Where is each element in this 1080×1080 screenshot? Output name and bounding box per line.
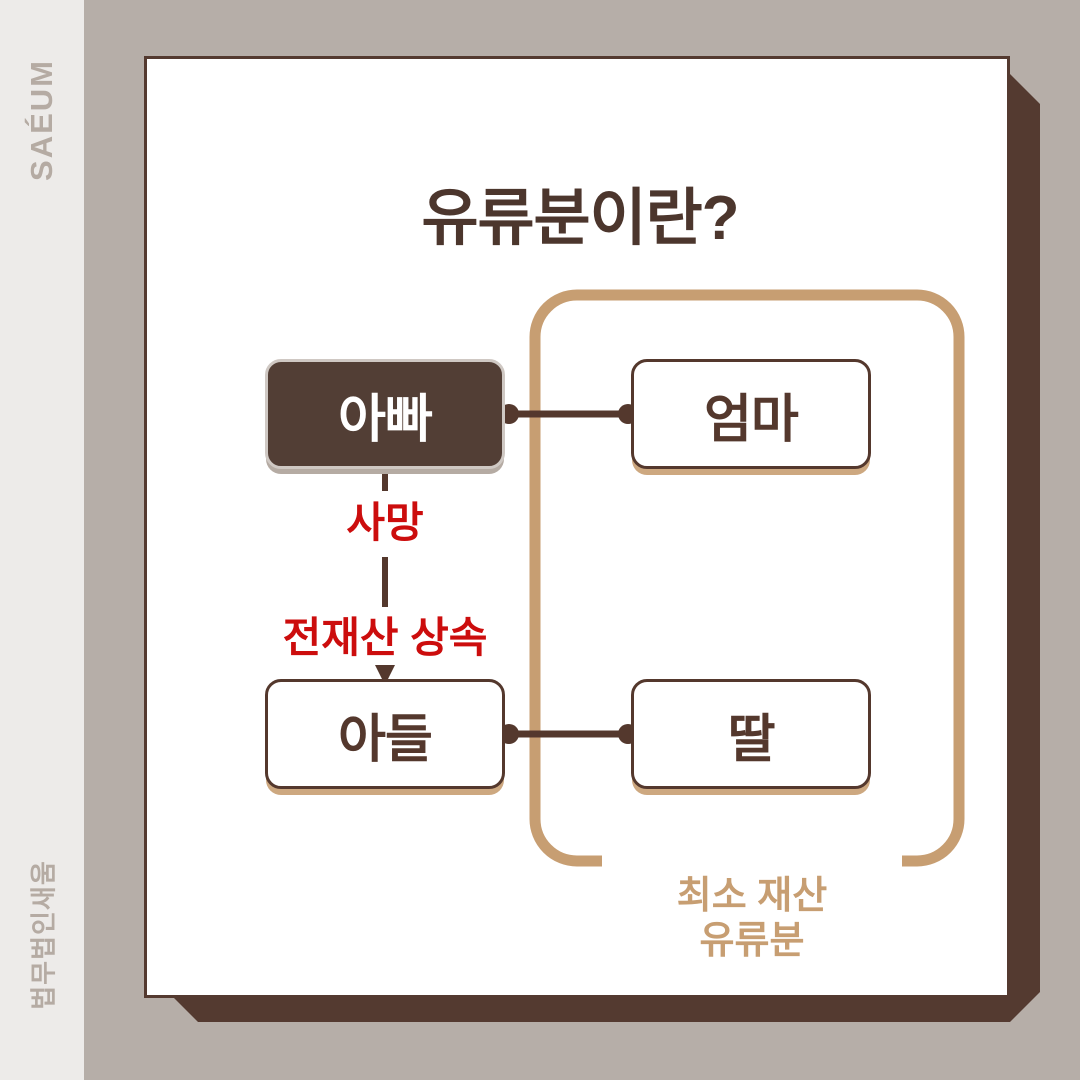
- person-box-son[interactable]: 아들: [265, 679, 505, 789]
- annotation-inheritance: 전재산 상속: [282, 614, 488, 661]
- bracket-caption-line-2: 유류분: [699, 920, 805, 963]
- brand-name-latin: SAÉUM: [24, 59, 59, 181]
- page-title: 유류분이란?: [421, 184, 739, 253]
- annotation-death: 사망: [346, 499, 424, 546]
- brand-sidebar: SAÉUM 법무법인새움: [0, 0, 84, 1080]
- person-box-daughter[interactable]: 딸: [631, 679, 871, 789]
- inheritance-arrowhead: [375, 665, 395, 685]
- brand-name-korean: 법무법인새움: [28, 860, 59, 1010]
- bracket-outline: [529, 289, 965, 867]
- bracket-caption-mask: [602, 847, 902, 877]
- person-box-mother[interactable]: 엄마: [631, 359, 871, 469]
- diagram-vector-layer: [375, 289, 965, 877]
- person-box-father[interactable]: 아빠: [265, 359, 505, 469]
- bracket-caption: 최소 재산 유류분: [587, 831, 917, 1008]
- bracket-caption-line-1: 최소 재산: [668, 874, 836, 919]
- family-inheritance-diagram: 아빠 엄마 아들 딸 사망 전재산 상속 최소 재산 유류분: [147, 59, 1013, 1001]
- infographic-card: 유류분이란? 아빠 엄마 아들 딸 사망: [144, 56, 1010, 998]
